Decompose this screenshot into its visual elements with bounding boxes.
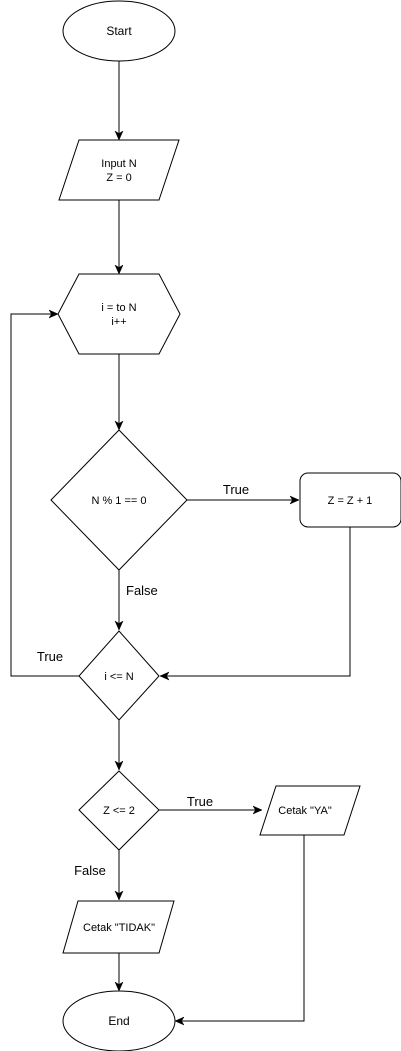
check-z-label: Z <= 2 xyxy=(103,805,135,817)
node-start: Start xyxy=(62,0,176,62)
end-label: End xyxy=(108,1014,129,1028)
node-increment: Z = Z + 1 xyxy=(299,472,401,528)
loop-label-line-2: i++ xyxy=(111,316,126,328)
node-print-tidak: Cetak "TIDAK" xyxy=(62,900,175,954)
edge-increment-to-check-i xyxy=(160,527,351,676)
label-i-true: True xyxy=(37,649,63,664)
input-label-line-1: Input N xyxy=(101,158,137,170)
start-terminator xyxy=(62,0,176,62)
input-parallelogram xyxy=(58,139,180,201)
check-mod-diamond xyxy=(50,429,188,571)
edges xyxy=(10,61,351,1021)
increment-label: Z = Z + 1 xyxy=(328,495,373,507)
edge-print-ya-to-end xyxy=(175,835,305,1021)
print-ya-label: Cetak "YA" xyxy=(278,805,332,817)
check-i-label: i <= N xyxy=(104,671,133,683)
edge-labels: True False True True False xyxy=(37,482,249,878)
end-terminator xyxy=(62,990,176,1051)
print-tidak-parallelogram xyxy=(62,900,175,954)
node-print-ya: Cetak "YA" xyxy=(259,785,361,836)
label-z-true: True xyxy=(187,794,213,809)
check-mod-label: N % 1 == 0 xyxy=(91,495,146,507)
loop-label-line-1: i = to N xyxy=(101,302,136,314)
node-check-i: i <= N xyxy=(78,630,160,721)
edge-check-i-true-loop-back xyxy=(10,314,79,677)
print-ya-parallelogram xyxy=(259,785,361,836)
label-mod-true: True xyxy=(223,482,249,497)
node-check-z: Z <= 2 xyxy=(78,770,160,851)
print-tidak-label: Cetak "TIDAK" xyxy=(83,922,155,934)
check-i-diamond xyxy=(78,630,160,721)
label-z-false: False xyxy=(74,863,106,878)
node-check-mod: N % 1 == 0 xyxy=(50,429,188,571)
node-end: End xyxy=(62,990,176,1051)
node-loop: i = to N i++ xyxy=(57,273,181,355)
loop-hexagon xyxy=(57,273,181,355)
node-input: Input N Z = 0 xyxy=(58,139,180,201)
check-z-diamond xyxy=(78,770,160,851)
label-mod-false: False xyxy=(126,583,158,598)
start-label: Start xyxy=(106,24,132,38)
input-label-line-2: Z = 0 xyxy=(106,172,131,184)
increment-process-box xyxy=(299,472,401,528)
